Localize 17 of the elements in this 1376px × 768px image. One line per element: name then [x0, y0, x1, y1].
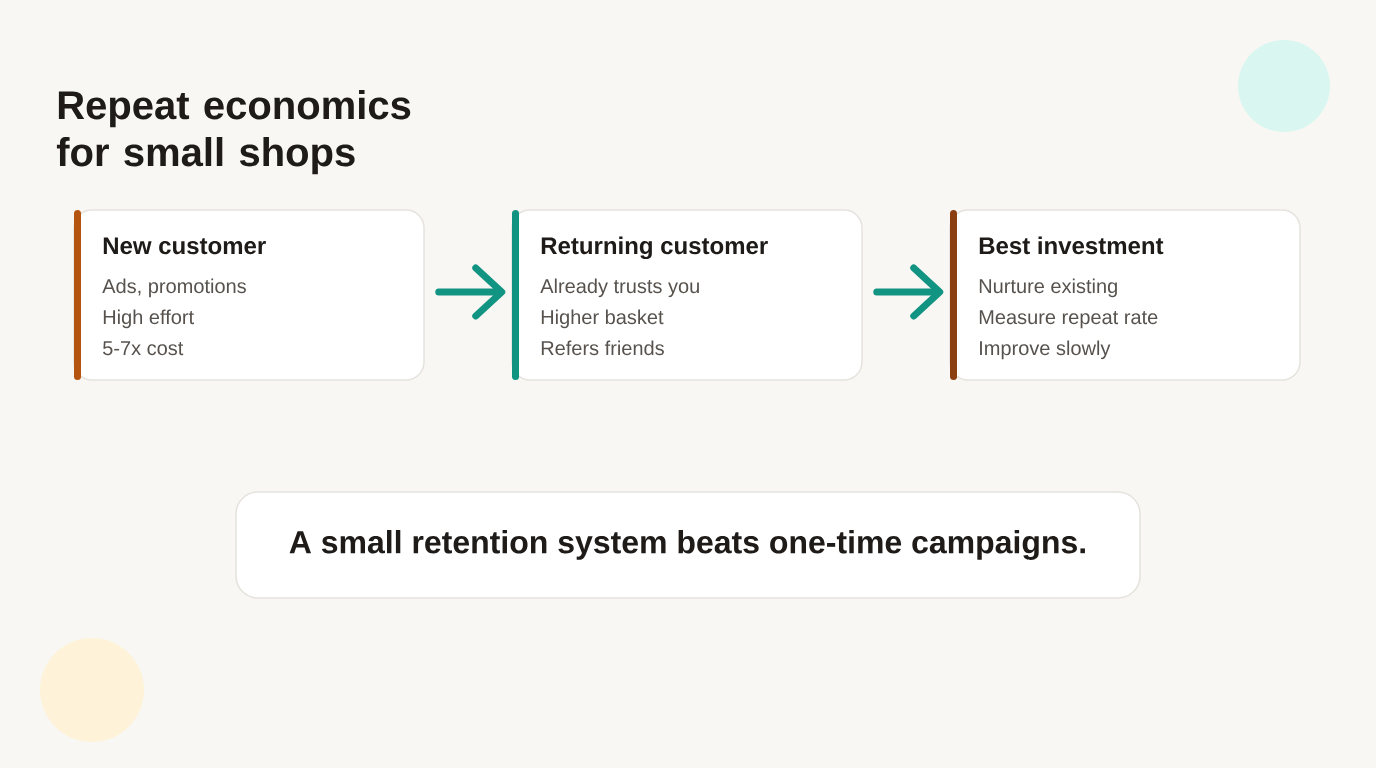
title: Repeat economics for small shops — [56, 90, 411, 175]
card-heading: New customer — [103, 237, 266, 255]
list-item: Nurture existing — [979, 278, 1117, 298]
card-heading: Returning customer — [541, 236, 768, 260]
list-item: Already trusts you — [540, 278, 699, 298]
card — [73, 209, 425, 381]
list-item: Higher basket — [541, 309, 664, 329]
list-item: Ads, promotions — [102, 278, 246, 298]
list-item: Measure repeat rate — [979, 310, 1158, 329]
list-item: Refers friends — [541, 340, 664, 356]
card — [949, 209, 1301, 381]
list-item: Improve slowly — [980, 340, 1111, 360]
list-item: High effort — [103, 309, 194, 329]
card — [511, 209, 863, 381]
list-item: 5-7x cost — [103, 341, 184, 356]
statement-box: A small retention system beats one-time campaigns. — [235, 491, 1141, 599]
card-heading: Best investment — [979, 236, 1164, 255]
